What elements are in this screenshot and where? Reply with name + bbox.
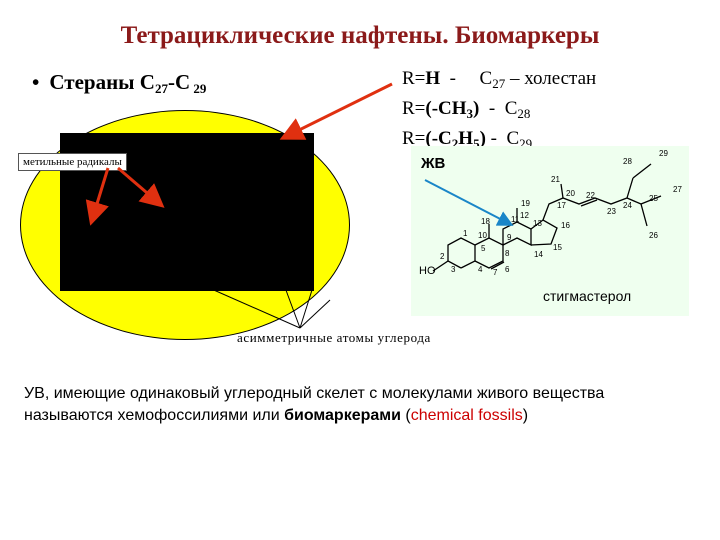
svg-text:4: 4 — [478, 265, 483, 274]
r-line-c2h5: R=(-C2H5) - C29 — [402, 126, 596, 156]
svg-text:25: 25 — [649, 194, 658, 203]
r-label: R= — [402, 98, 426, 119]
svg-text:20: 20 — [566, 189, 575, 198]
svg-text:26: 26 — [649, 231, 658, 240]
r-group-sub: 2 — [451, 136, 459, 151]
summary-line-2-start: называются хемофоссилиями или — [24, 407, 285, 424]
r-carbon: C — [504, 98, 518, 119]
r-group: (-CH — [425, 98, 467, 119]
chemical-fossils-term: chemical fossils — [410, 407, 523, 424]
bullet-sub-27: 27 — [154, 81, 168, 96]
r-substituent-list: R=H - C27 – холестан R=(-CH3) - C28 R=(-… — [402, 66, 596, 156]
jv-arrow — [424, 179, 514, 226]
svg-text:2: 2 — [440, 252, 445, 261]
svg-text:28: 28 — [623, 157, 632, 166]
svg-text:11: 11 — [511, 215, 520, 224]
bullet-sub-29: 29 — [190, 81, 207, 96]
svg-text:9: 9 — [507, 233, 512, 242]
svg-text:27: 27 — [673, 185, 682, 194]
svg-text:23: 23 — [607, 207, 616, 216]
svg-text:18: 18 — [481, 217, 490, 226]
r-group-tail: ) — [473, 98, 480, 119]
svg-text:1: 1 — [463, 229, 468, 238]
r-group-tail: H — [458, 128, 474, 149]
svg-text:15: 15 — [553, 243, 562, 252]
svg-text:17: 17 — [557, 201, 566, 210]
r-label: R= — [402, 128, 426, 149]
methyl-arrow-1 — [85, 167, 110, 226]
summary-text: УВ, имеющие одинаковый углеродный скелет… — [24, 383, 720, 427]
methyl-radicals-label: метильные радикалы — [18, 153, 127, 171]
r-line-h: R=H - C27 – холестан — [402, 66, 596, 96]
r-carbon: C — [506, 128, 520, 149]
svg-text:13: 13 — [533, 219, 542, 228]
stigmasterol-name: стигмастерол — [543, 288, 631, 304]
svg-text:12: 12 — [520, 211, 529, 220]
r-line-ch3: R=(-CH3) - C28 — [402, 96, 596, 126]
summary-line-1: УВ, имеющие одинаковый углеродный скелет… — [24, 385, 605, 402]
svg-text:29: 29 — [659, 149, 668, 158]
svg-text:7: 7 — [493, 268, 498, 277]
r-sep: - — [440, 68, 466, 89]
bullet-dash: -С — [167, 70, 191, 94]
ho-group-label: HO — [419, 265, 436, 277]
bullet-dot: • — [32, 70, 40, 94]
svg-text:24: 24 — [623, 201, 632, 210]
svg-text:8: 8 — [505, 249, 510, 258]
r-carbon-count: 28 — [517, 106, 531, 121]
r-group-sub: 3 — [466, 106, 474, 121]
svg-text:22: 22 — [586, 191, 595, 200]
asymmetric-carbons-label: асимметричные атомы углерода — [237, 330, 431, 345]
jv-label: ЖВ — [420, 155, 446, 172]
svg-text:14: 14 — [534, 250, 543, 259]
biomarkers-term: биомаркерами — [284, 407, 401, 424]
r-carbon-count: 27 — [492, 76, 506, 91]
methyl-arrow-2 — [117, 166, 165, 208]
paren-close: ) — [522, 407, 529, 424]
steranes-bullet: • Стераны С27-С 29 — [32, 70, 206, 97]
slide-title: Тетрациклические нафтены. Биомаркеры — [120, 22, 600, 49]
svg-text:21: 21 — [551, 175, 560, 184]
r-note: – холестан — [505, 68, 597, 89]
r-group: H — [425, 68, 441, 89]
summary-line-2: называются хемофоссилиями или биомаркера… — [24, 405, 720, 427]
bullet-text: Стераны С — [49, 70, 155, 94]
r-sep: - — [485, 128, 507, 149]
svg-text:10: 10 — [478, 231, 487, 240]
r-group: (-C — [425, 128, 452, 149]
r-label: R= — [402, 68, 426, 89]
r-sep: - — [479, 98, 505, 119]
r-group-arrow — [279, 82, 393, 140]
r-group-sub2: 5 — [473, 136, 480, 151]
svg-text:16: 16 — [561, 221, 570, 230]
svg-text:19: 19 — [521, 199, 530, 208]
paren-open: ( — [400, 407, 411, 424]
svg-text:6: 6 — [505, 265, 510, 274]
svg-text:3: 3 — [451, 265, 456, 274]
svg-text:5: 5 — [481, 244, 486, 253]
r-group-tail2: ) — [479, 128, 486, 149]
r-carbon: C — [479, 68, 493, 89]
